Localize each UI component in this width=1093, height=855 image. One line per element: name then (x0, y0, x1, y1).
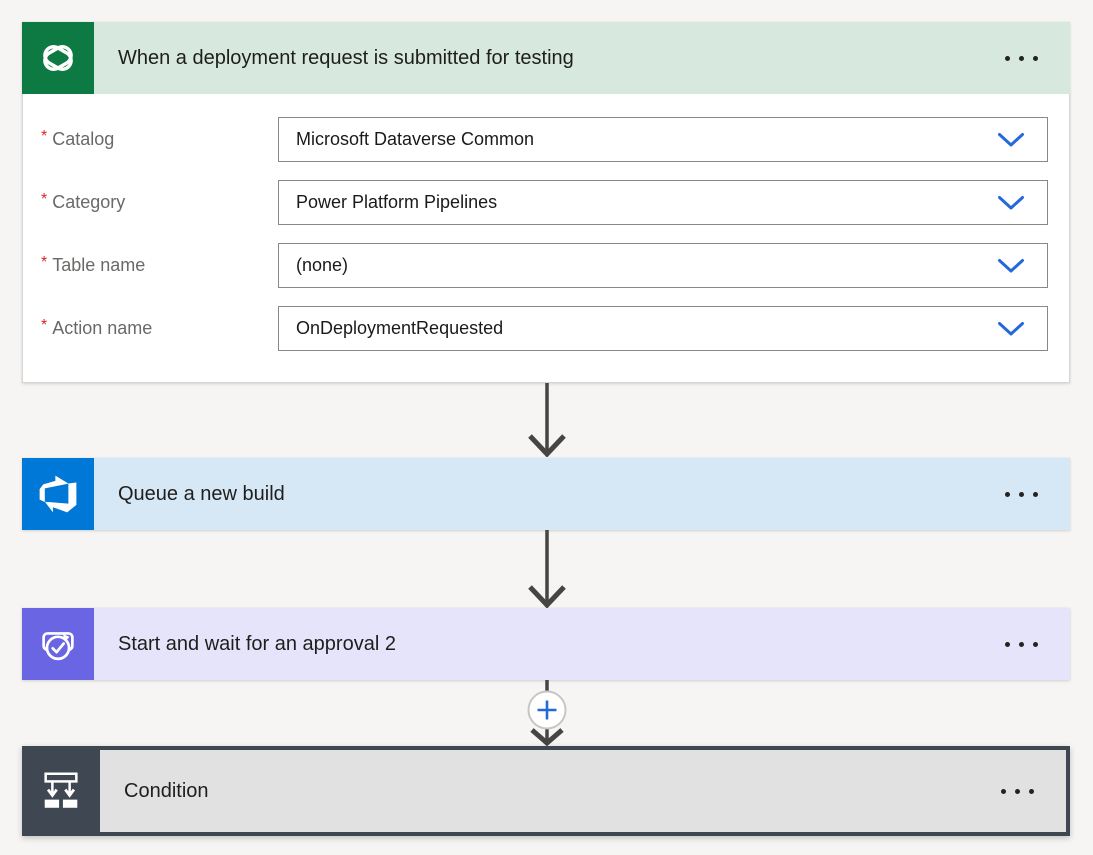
arrow-down-icon (528, 383, 566, 457)
arrow-down-icon (528, 530, 566, 608)
connector-with-insert (527, 680, 567, 746)
action-name-dropdown[interactable]: OnDeploymentRequested (278, 306, 1048, 351)
table-name-label: * Table name (41, 253, 146, 276)
dataverse-icon (22, 22, 94, 94)
catalog-dropdown[interactable]: Microsoft Dataverse Common (278, 117, 1048, 162)
trigger-card: When a deployment request is submitted f… (22, 22, 1070, 383)
category-label: * Category (41, 190, 126, 213)
action-title: Condition (124, 779, 209, 802)
action-title: Start and wait for an approval 2 (118, 632, 396, 655)
ellipsis-icon[interactable] (991, 628, 1070, 661)
action-card-approval[interactable]: Start and wait for an approval 2 (22, 608, 1070, 680)
trigger-card-header[interactable]: When a deployment request is submitted f… (22, 22, 1070, 94)
action-card-condition[interactable]: Condition (22, 746, 1070, 836)
parameter-row: * Action name OnDeploymentRequested (23, 306, 1069, 351)
action-card-queue-build[interactable]: Queue a new build (22, 458, 1070, 530)
ellipsis-icon[interactable] (987, 775, 1066, 808)
action-card-header[interactable]: Start and wait for an approval 2 (94, 608, 1070, 680)
arrow-down-icon (530, 728, 564, 746)
action-card-header[interactable]: Queue a new build (94, 458, 1070, 530)
table-name-dropdown[interactable]: (none) (278, 243, 1048, 288)
category-dropdown[interactable]: Power Platform Pipelines (278, 180, 1048, 225)
required-marker: * (41, 190, 48, 208)
required-marker: * (41, 127, 48, 145)
chevron-down-icon (998, 195, 1024, 209)
action-card-header[interactable]: Condition (100, 750, 1066, 832)
chevron-down-icon (998, 132, 1024, 146)
ellipsis-icon[interactable] (991, 478, 1070, 511)
chevron-down-icon (998, 258, 1024, 272)
parameter-row: * Table name (none) (23, 243, 1069, 288)
ellipsis-icon[interactable] (991, 42, 1070, 75)
action-name-label: * Action name (41, 316, 153, 339)
parameter-row: * Category Power Platform Pipelines (23, 180, 1069, 225)
required-marker: * (41, 316, 48, 334)
condition-icon (22, 746, 100, 836)
required-marker: * (41, 253, 48, 271)
chevron-down-icon (998, 321, 1024, 335)
azure-devops-icon (22, 458, 94, 530)
approvals-icon (22, 608, 94, 680)
trigger-title: When a deployment request is submitted f… (118, 46, 574, 69)
catalog-label: * Catalog (41, 127, 115, 150)
trigger-parameters: * Catalog Microsoft Dataverse Common * C… (23, 94, 1069, 382)
action-title: Queue a new build (118, 482, 285, 505)
parameter-row: * Catalog Microsoft Dataverse Common (23, 117, 1069, 162)
